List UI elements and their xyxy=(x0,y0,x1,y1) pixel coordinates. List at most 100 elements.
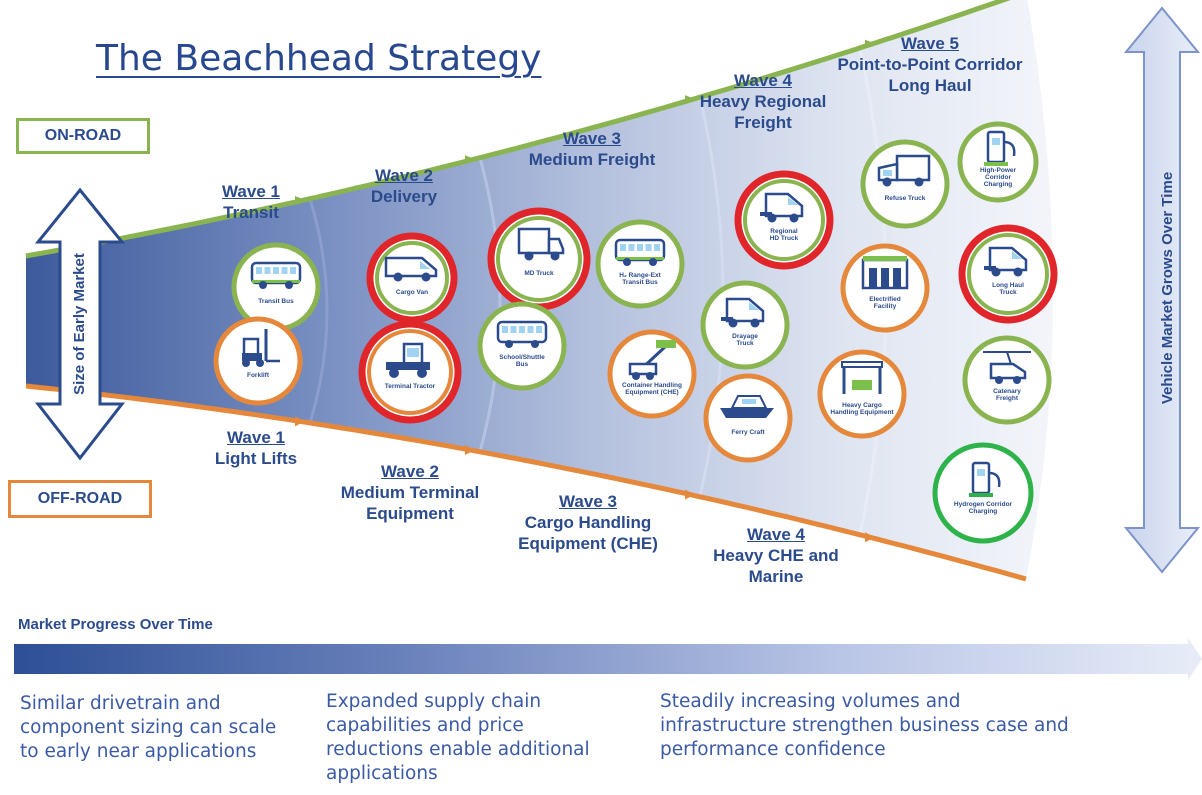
wave-description: Freight xyxy=(734,113,792,132)
van-icon xyxy=(384,256,438,282)
wave-description: Long Haul xyxy=(888,76,972,95)
wave-number: Wave 3 xyxy=(563,129,621,148)
node-label: Terminal Tractor xyxy=(385,383,436,390)
node-label: Transit Bus xyxy=(258,298,294,305)
node-label: Truck xyxy=(999,289,1017,296)
off-road-chevron xyxy=(465,444,475,455)
vehicle-node: Transit Bus xyxy=(231,242,321,332)
node-ring-inner xyxy=(367,329,453,415)
node-ring-inner xyxy=(743,179,825,261)
node-ring xyxy=(860,139,950,229)
node-label: Facility xyxy=(874,303,897,310)
node-label: Hydrogen Corridor xyxy=(954,501,1013,508)
node-label: HD Truck xyxy=(770,235,799,242)
vehicle-node: Forklift xyxy=(213,316,303,406)
wave-description: Medium Freight xyxy=(528,150,656,169)
node-ring xyxy=(817,349,907,439)
on-road-chevron xyxy=(685,95,695,105)
vehicle-node: Ferry Craft xyxy=(703,373,793,463)
funnel-edges xyxy=(25,0,1027,582)
node-ring xyxy=(962,335,1052,425)
page-title: The Beachhead Strategy xyxy=(96,38,542,79)
early-market-arrow: Size of Early Market xyxy=(34,187,126,461)
progress-arrow-head xyxy=(1188,638,1202,680)
bus-icon xyxy=(250,261,302,289)
beachhead-diagram: Size of Early Market Vehicle Market Grow… xyxy=(25,0,1201,582)
vehicle-node: Terminal Tractor xyxy=(358,320,462,424)
vehicle-node: Refuse Truck xyxy=(860,139,950,229)
node-label: Refuse Truck xyxy=(885,195,926,202)
on-road-label: ON-ROAD xyxy=(16,118,150,154)
node-ring xyxy=(231,242,321,332)
node-label: Cargo Van xyxy=(396,289,428,296)
school-bus-icon xyxy=(496,320,548,348)
forklift-icon xyxy=(242,329,280,367)
terminal-tractor-icon xyxy=(386,342,430,378)
node-label: Charging xyxy=(984,181,1013,188)
node-label: Long Haul xyxy=(992,282,1024,289)
node-label: High-Power xyxy=(980,167,1017,174)
double-arrow-shape xyxy=(1123,6,1201,574)
wave-description: Light Lifts xyxy=(214,449,298,468)
wave-number: Wave 2 xyxy=(381,462,439,481)
caption-early: Similar drivetrain and component sizing … xyxy=(20,693,277,762)
node-label: Transit Bus xyxy=(622,279,658,286)
off-road-chevron xyxy=(295,416,305,427)
catenary-icon xyxy=(983,351,1031,384)
vehicle-market-label: Vehicle Market Grows Over Time xyxy=(1159,172,1176,404)
wave-number: Wave 5 xyxy=(901,34,959,53)
off-road-chevron xyxy=(685,489,695,500)
semi-truck-icon xyxy=(984,246,1028,277)
node-label: Container Handling xyxy=(622,382,682,389)
node-label: Drayage xyxy=(732,333,758,340)
wave-number: Wave 1 xyxy=(222,182,280,201)
node-label: Equipment (CHE) xyxy=(625,389,678,396)
wave-number: Wave 3 xyxy=(559,492,617,511)
node-label: Handling Equipment xyxy=(830,409,894,416)
wave-description: Delivery xyxy=(370,187,438,206)
node-label: Ferry Craft xyxy=(731,429,765,436)
node-label: Catenary xyxy=(993,388,1021,395)
ferry-icon xyxy=(720,395,774,418)
vehicle-node: Cargo Van xyxy=(366,232,458,324)
node-label: Freight xyxy=(996,395,1019,402)
wave-description: Heavy CHE and xyxy=(713,546,839,565)
vehicle-node: MD Truck xyxy=(487,207,591,311)
node-label: Heavy Cargo xyxy=(842,402,882,409)
wave-number: Wave 1 xyxy=(227,428,285,447)
semi-truck-icon xyxy=(721,297,765,328)
crane-icon xyxy=(628,340,676,380)
on-road-chevron xyxy=(465,155,475,165)
on-road-wave-label: Wave 3 Medium Freight xyxy=(472,128,712,170)
wave-description: Equipment xyxy=(366,504,454,523)
wave-description: Heavy Regional xyxy=(699,92,827,111)
on-road-edge xyxy=(25,0,1011,259)
wave-band-divider xyxy=(478,157,502,453)
on-road-chevron xyxy=(865,39,875,49)
wave-band-divider xyxy=(308,198,329,424)
node-label: Forklift xyxy=(247,372,270,379)
gantry-icon xyxy=(841,361,883,394)
bus-icon xyxy=(614,238,666,266)
on-road-chevron xyxy=(295,195,305,205)
node-label: H₂ Range-Ext xyxy=(619,272,661,279)
truck-icon xyxy=(517,227,565,261)
caption-late: Steadily increasing volumes and infrastr… xyxy=(660,691,1069,760)
wave-description: Cargo Handling xyxy=(524,513,652,532)
node-ring-inner xyxy=(967,233,1049,315)
wave-description: Medium Terminal xyxy=(340,483,480,502)
node-label: Corridor xyxy=(985,174,1011,181)
